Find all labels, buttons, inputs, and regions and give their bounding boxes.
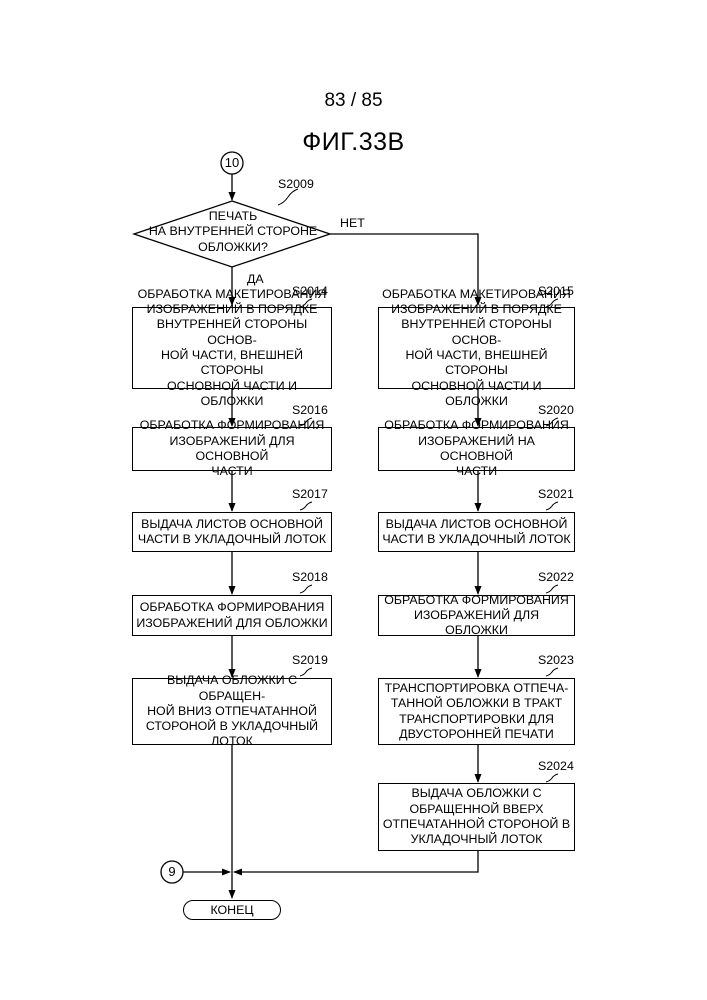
process-box-right-2: ОБРАБОТКА ФОРМИРОВАНИЯ ИЗОБРАЖЕНИЙ НА ОС…: [378, 427, 575, 471]
process-box-right-4: ОБРАБОТКА ФОРМИРОВАНИЯ ИЗОБРАЖЕНИЙ ДЛЯ О…: [378, 595, 575, 636]
step-id-left-4: S2018: [292, 570, 328, 584]
process-box-right-6: ВЫДАЧА ОБЛОЖКИ С ОБРАЩЕННОЙ ВВЕРХ ОТПЕЧА…: [378, 783, 575, 851]
step-id-right-3: S2021: [538, 487, 574, 501]
connector-out-label: 9: [161, 861, 183, 883]
step-id-right-5: S2023: [538, 653, 574, 667]
decision-text: ПЕЧАТЬ НА ВНУТРЕННЕЙ СТОРОНЕ ОБЛОЖКИ?: [137, 209, 329, 255]
process-box-left-5: ВЫДАЧА ОБЛОЖКИ С ОБРАЩЕН- НОЙ ВНИЗ ОТПЕЧ…: [132, 678, 332, 745]
connector-in-label: 10: [221, 152, 243, 174]
step-id-left-2: S2016: [292, 403, 328, 417]
decision-yes-label: ДА: [247, 272, 264, 286]
step-id-left-3: S2017: [292, 487, 328, 501]
process-box-left-1: ОБРАБОТКА МАКЕТИРОВАНИЯ ИЗОБРАЖЕНИЙ В ПО…: [132, 307, 332, 389]
process-box-right-1: ОБРАБОТКА МАКЕТИРОВАНИЯ ИЗОБРАЖЕНИЙ В ПО…: [378, 307, 575, 389]
process-box-right-3: ВЫДАЧА ЛИСТОВ ОСНОВНОЙ ЧАСТИ В УКЛАДОЧНЫ…: [378, 512, 575, 552]
decision-no-label: НЕТ: [340, 216, 365, 230]
figure-title: ФИГ.33B: [0, 128, 707, 157]
page-number: 83 / 85: [0, 90, 707, 112]
arrow-right-return: [234, 851, 478, 872]
process-box-left-4: ОБРАБОТКА ФОРМИРОВАНИЯ ИЗОБРАЖЕНИЙ ДЛЯ О…: [132, 595, 332, 636]
step-id-right-4: S2022: [538, 570, 574, 584]
process-box-right-5: ТРАНСПОРТИРОВКА ОТПЕЧА- ТАННОЙ ОБЛОЖКИ В…: [378, 678, 575, 745]
step-id-left-5: S2019: [292, 653, 328, 667]
end-terminal: КОНЕЦ: [183, 900, 281, 920]
step-id-right-6: S2024: [538, 759, 574, 773]
decision-step-id: S2009: [278, 177, 314, 191]
step-id-right-2: S2020: [538, 403, 574, 417]
process-box-left-2: ОБРАБОТКА ФОРМИРОВАНИЯ ИЗОБРАЖЕНИЙ ДЛЯ О…: [132, 427, 332, 471]
process-box-left-3: ВЫДАЧА ЛИСТОВ ОСНОВНОЙ ЧАСТИ В УКЛАДОЧНЫ…: [132, 512, 332, 552]
